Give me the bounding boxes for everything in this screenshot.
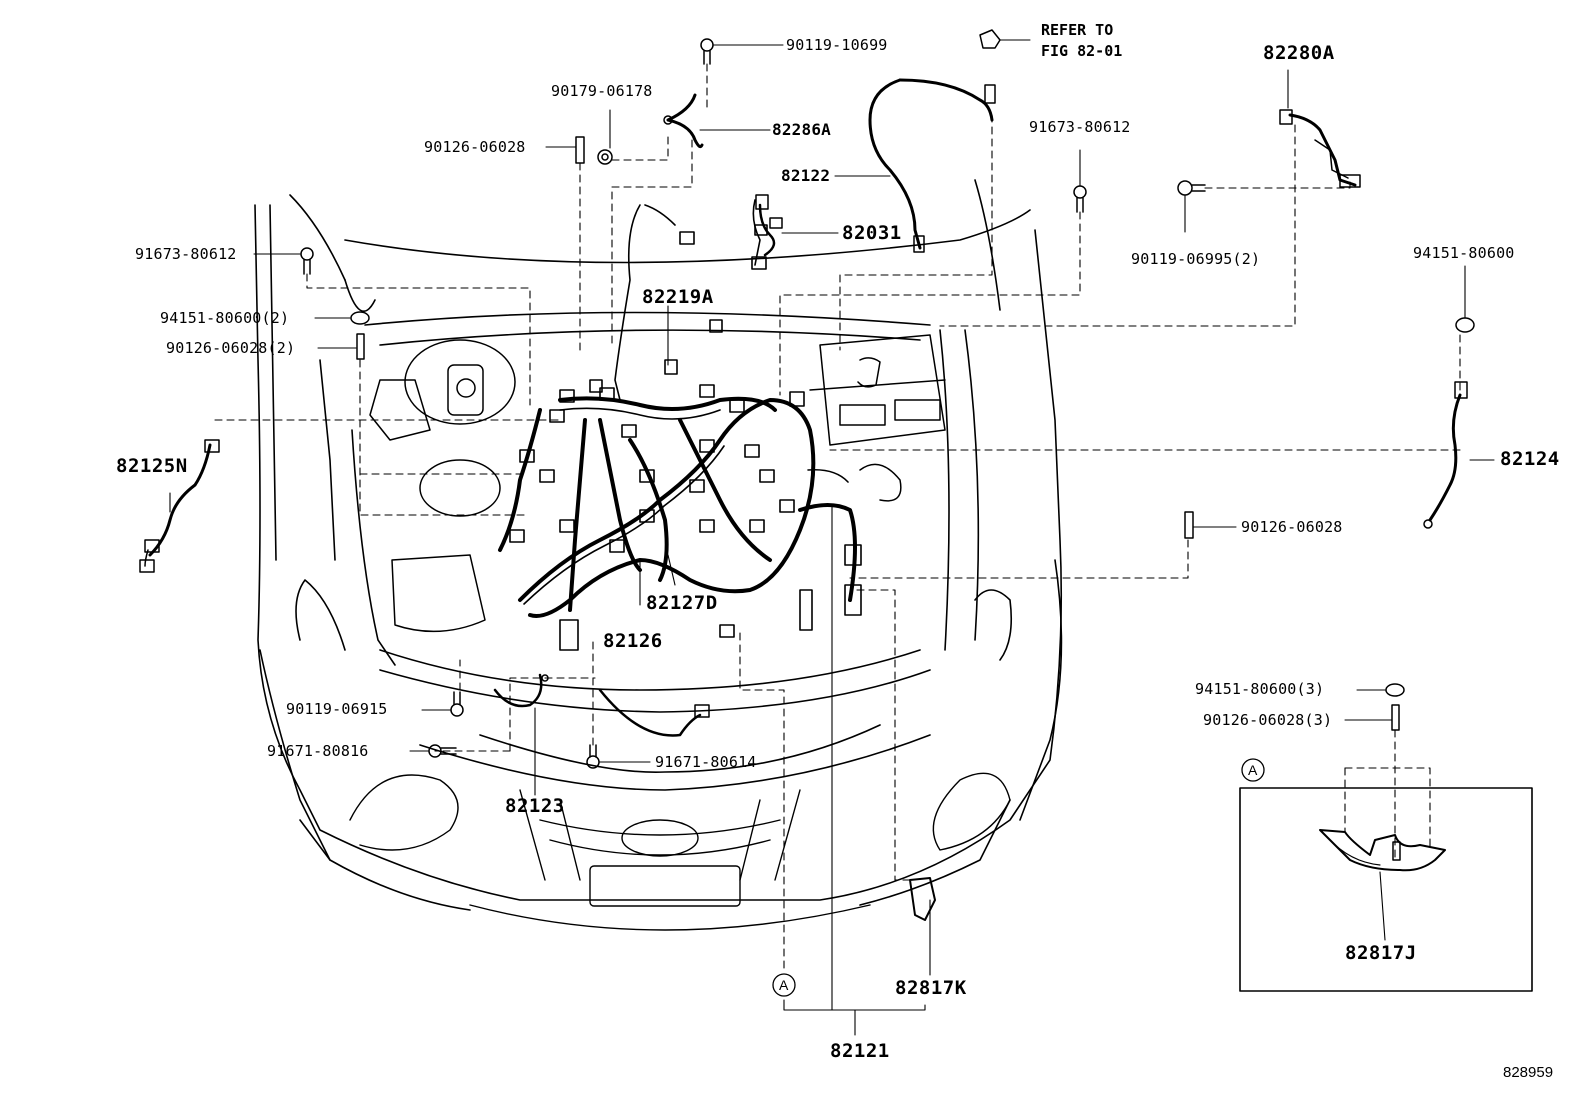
label-82817K: 82817K (895, 977, 967, 999)
label-82127D: 82127D (646, 592, 718, 614)
inset-a-letter: A (1248, 762, 1258, 778)
label-82124: 82124 (1500, 448, 1560, 470)
label-90126-06028-3: 90126-06028(3) (1203, 711, 1333, 729)
label-90126-06028-top: 90126-06028 (424, 138, 526, 156)
label-94151-80600-right: 94151-80600 (1413, 244, 1515, 262)
label-91671-80816: 91671-80816 (267, 742, 369, 760)
label-90179-06178: 90179-06178 (551, 82, 653, 100)
figure-number: 828959 (1503, 1064, 1554, 1081)
label-90119-10699: 90119-10699 (786, 36, 888, 54)
label-82123: 82123 (505, 795, 565, 817)
part-82280A (1279, 109, 1361, 188)
label-82219A: 82219A (642, 286, 714, 308)
label-90126-06028-mid: 90126-06028 (1241, 518, 1343, 536)
label-91673-80612-right: 91673-80612 (1029, 118, 1131, 136)
part-82124 (1423, 381, 1468, 529)
label-82031: 82031 (842, 222, 902, 244)
engine-components (369, 334, 946, 633)
label-82121: 82121 (830, 1040, 890, 1062)
callout-a-circle (772, 973, 796, 997)
label-82280A: 82280A (1263, 42, 1335, 64)
label-90119-06995: 90119-06995(2) (1131, 250, 1261, 268)
main-wire-harness (498, 396, 857, 618)
part-82286A (663, 93, 704, 149)
inset-box (1239, 787, 1533, 992)
part-82031 (755, 194, 783, 257)
label-82122: 82122 (781, 166, 831, 185)
label-82286A: 82286A (772, 120, 831, 139)
label-82126: 82126 (603, 630, 663, 652)
car-body-outline (254, 179, 1063, 911)
part-82122 (868, 78, 996, 253)
part-82123 (493, 673, 710, 737)
inset-a-circle (1241, 758, 1265, 782)
label-94151-80600-2: 94151-80600(2) (160, 309, 290, 327)
refer-text-line1: REFER TO (1041, 21, 1114, 39)
dashed-assembly-lines (214, 63, 1461, 969)
label-82125N: 82125N (116, 455, 188, 477)
label-91671-80614: 91671-80614 (655, 753, 757, 771)
label-91673-80612-left: 91673-80612 (135, 245, 237, 263)
label-94151-80600-3: 94151-80600(3) (1195, 680, 1325, 698)
label-82817J: 82817J (1345, 942, 1417, 964)
leader-lines (169, 39, 1495, 1036)
part-82125N (139, 439, 220, 573)
callout-a-letter: A (779, 977, 789, 993)
grille (349, 772, 1011, 931)
label-90126-06028-2: 90126-06028(2) (166, 339, 296, 357)
label-90119-06915: 90119-06915 (286, 700, 388, 718)
part-82817K (909, 877, 936, 921)
refer-text-line2: FIG 82-01 (1041, 42, 1123, 60)
harness-second-line (523, 199, 849, 605)
harness-connectors (509, 224, 862, 651)
